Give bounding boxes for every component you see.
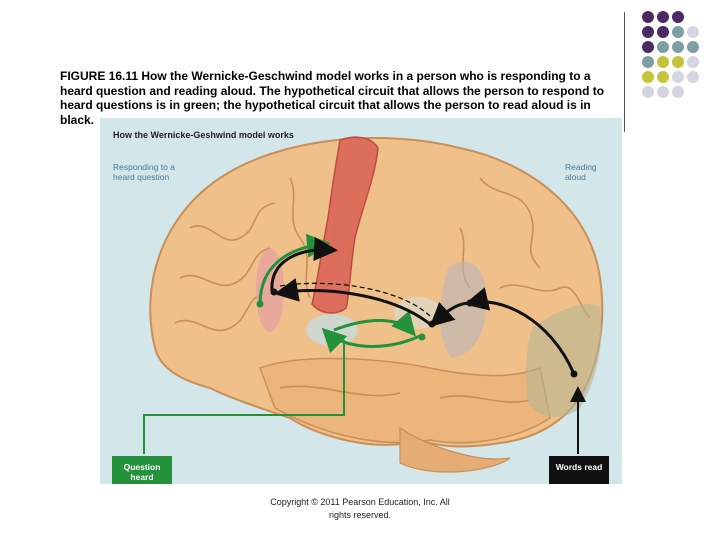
- decorative-dot: [657, 11, 669, 23]
- decorative-dot: [642, 86, 654, 98]
- decorative-dot: [657, 26, 669, 38]
- copyright-notice: Copyright © 2011 Pearson Education, Inc.…: [240, 496, 480, 522]
- black-dashed-path: [279, 282, 431, 317]
- decorative-dot: [672, 86, 684, 98]
- black-arrow-wern-to-broca: [274, 278, 431, 326]
- temporal-lobe: [259, 357, 551, 444]
- label-responding: Responding to a heard question: [113, 162, 175, 182]
- black-node: [570, 370, 578, 378]
- copyright-line-2: rights reserved.: [328, 510, 392, 520]
- decorative-dot: [672, 71, 684, 83]
- green-circuit-line: [143, 340, 345, 454]
- label-reading: Reading aloud: [565, 162, 597, 182]
- black-arrow-broca-to-motor: [270, 237, 338, 292]
- decorative-dot: [642, 11, 654, 23]
- black-node: [466, 299, 474, 307]
- auditory-cortex: [306, 314, 358, 346]
- brain-figure: How the Wernicke-Geshwind model works Re…: [100, 118, 622, 484]
- divider-line: [624, 12, 625, 132]
- decorative-dot: [687, 26, 699, 38]
- black-node: [270, 288, 278, 296]
- decorative-dot: [642, 71, 654, 83]
- decorative-dot: [657, 86, 669, 98]
- angular-gyrus: [440, 262, 487, 358]
- words-read-box: Words read: [549, 456, 609, 484]
- decorative-dot: [642, 26, 654, 38]
- cerebellum: [399, 426, 511, 473]
- brain-illustration: [143, 136, 604, 473]
- decorative-dot: [642, 41, 654, 53]
- decorative-dot: [672, 11, 684, 23]
- motor-cortex-region: [311, 136, 379, 314]
- green-node: [418, 333, 426, 341]
- decorative-dot: [672, 26, 684, 38]
- decorative-dot: [672, 41, 684, 53]
- figure-title: How the Wernicke-Geshwind model works: [113, 130, 294, 140]
- question-heard-box: Question heard: [112, 456, 172, 484]
- black-arrow-angular-to-wern: [429, 301, 469, 328]
- green-node: [256, 300, 264, 308]
- decorative-dot: [642, 56, 654, 68]
- black-arrow-visual-to-angular: [464, 287, 576, 375]
- green-arrow-wern-to-broca: [321, 327, 421, 354]
- green-arrow-aud-to-wern: [333, 310, 416, 337]
- figure-caption: FIGURE 16.11 How the Wernicke-Geschwind …: [60, 69, 605, 127]
- decorative-dot: [657, 71, 669, 83]
- decorative-dot: [657, 56, 669, 68]
- black-node: [428, 320, 436, 328]
- decorative-dot: [687, 71, 699, 83]
- decorative-dot: [657, 41, 669, 53]
- copyright-line-1: Copyright © 2011 Pearson Education, Inc.…: [270, 497, 450, 507]
- decorative-dot: [687, 41, 699, 53]
- green-arrow-broca-to-motor: [258, 233, 331, 305]
- decorative-dot: [672, 56, 684, 68]
- decorative-dot: [687, 56, 699, 68]
